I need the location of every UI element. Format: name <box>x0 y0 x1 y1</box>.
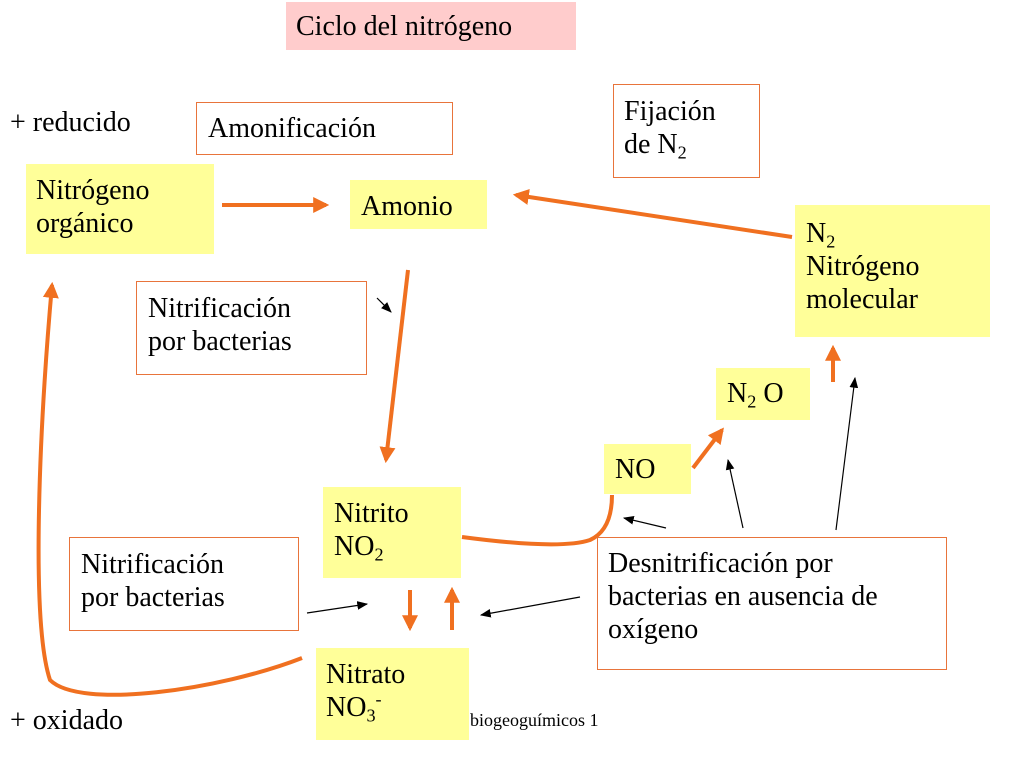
ammonification-box: Amonificación <box>196 102 453 155</box>
nitrate-formula: NO3- <box>326 689 382 726</box>
nitrification-top-line1: Nitrificación <box>148 293 292 324</box>
page-title-text: Ciclo del nitrógeno <box>296 11 513 42</box>
fixation-line1: Fijación <box>624 96 716 127</box>
pointer-denitrification-no-left <box>622 516 667 529</box>
label-oxidized: + oxidado <box>10 705 123 736</box>
arrow-ammonium-to-nitrite <box>379 269 410 464</box>
label-reduced: + reducido <box>10 107 131 138</box>
nitric-oxide-box: NO <box>604 444 691 494</box>
pointer-nitrification-top <box>376 297 392 313</box>
nitric-oxide-label: NO <box>615 454 656 485</box>
pointer-denitrification-n2 <box>835 376 859 531</box>
arrow-nitrite-to-no <box>461 494 614 547</box>
molecular-nitrogen-box: N2 Nitrógeno molecular <box>795 205 990 337</box>
arrow-molecular-to-ammonium <box>512 189 793 239</box>
pointer-denitrification-no <box>725 458 744 529</box>
arrow-no-to-n2o <box>691 427 724 470</box>
nitrification-top-box: Nitrificación por bacterias <box>136 281 367 375</box>
nitrite-line1: Nitrito <box>334 498 409 529</box>
slide-footer: biogeoguímicos 1 <box>470 710 599 730</box>
organic-nitrogen-box: Nitrógeno orgánico <box>26 164 214 254</box>
nitrous-oxide-label: N2 O <box>727 378 784 412</box>
arrow-nitrate-to-organic <box>36 281 303 697</box>
ammonification-label: Amonificación <box>208 113 376 144</box>
denitrification-box: Desnitrificación por bacterias en ausenc… <box>597 537 947 670</box>
nitrite-box: Nitrito NO2 <box>323 487 461 578</box>
nitrate-box: Nitrato NO3- <box>316 648 469 740</box>
denitrification-line2: bacterias en ausencia de <box>608 581 878 612</box>
nitrite-formula: NO2 <box>334 531 384 565</box>
fixation-box: Fijación de N2 <box>613 84 760 178</box>
nitrification-bottom-box: Nitrificación por bacterias <box>69 537 299 631</box>
nitrification-bottom-line1: Nitrificación <box>81 549 225 580</box>
pointer-denitrification-nitrate <box>479 596 581 618</box>
molecular-nitrogen-line2: Nitrógeno <box>806 251 920 282</box>
organic-nitrogen-line1: Nitrógeno <box>36 175 150 206</box>
ammonium-label: Amonio <box>361 191 453 222</box>
organic-nitrogen-line2: orgánico <box>36 208 134 239</box>
denitrification-line3: oxígeno <box>608 614 699 645</box>
pointer-nitrification-bottom <box>306 601 369 614</box>
molecular-nitrogen-line3: molecular <box>806 284 918 315</box>
nitrification-top-line2: por bacterias <box>148 326 292 357</box>
molecular-nitrogen-formula: N2 <box>806 218 836 252</box>
nitrous-oxide-box: N2 O <box>716 368 810 420</box>
fixation-line2: de N2 <box>624 129 687 163</box>
nitrification-bottom-line2: por bacterias <box>81 582 225 613</box>
page-title: Ciclo del nitrógeno <box>286 2 576 50</box>
denitrification-line1: Desnitrificación por <box>608 548 833 579</box>
ammonium-box: Amonio <box>350 180 487 229</box>
nitrate-line1: Nitrato <box>326 659 406 690</box>
